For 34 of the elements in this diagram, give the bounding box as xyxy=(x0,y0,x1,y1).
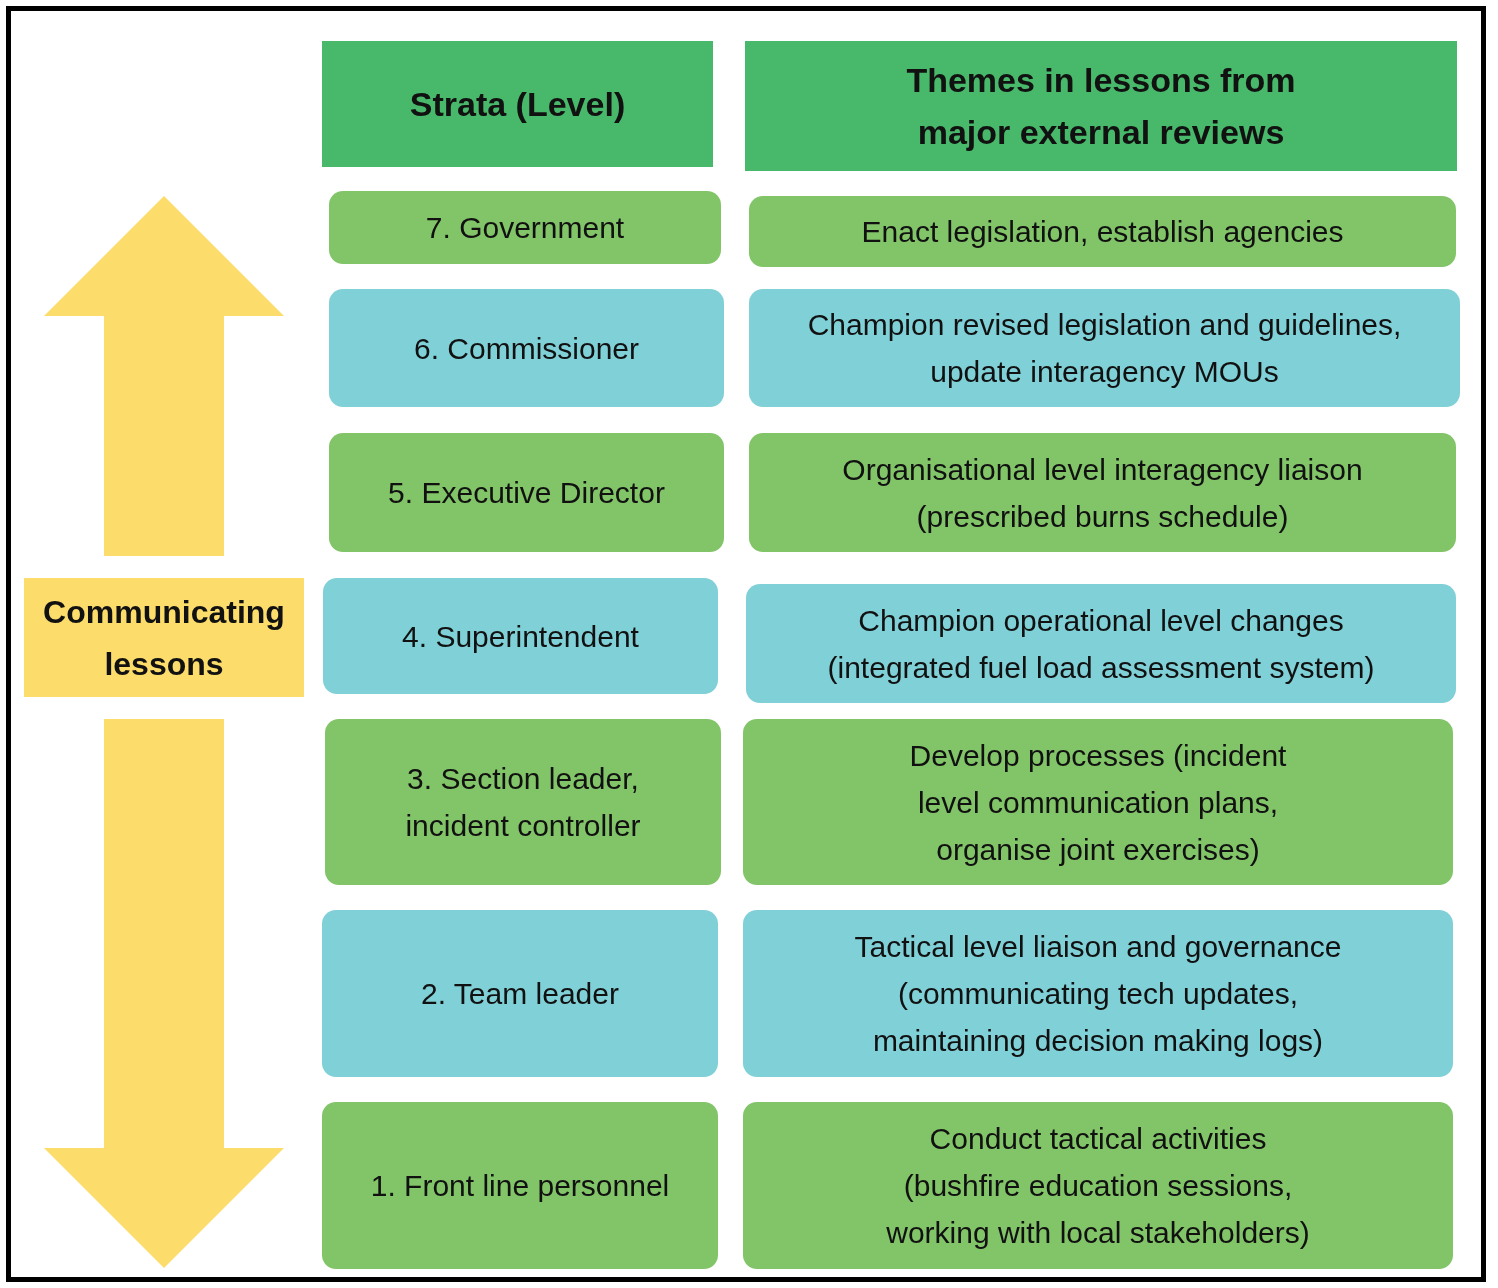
theme-text: Champion operational level changes (integrated fuel load assessment system) xyxy=(826,602,1376,686)
column-heading: Strata (Level) xyxy=(409,84,626,125)
level-box xyxy=(322,1102,718,1269)
theme-box xyxy=(746,584,1456,703)
theme-box xyxy=(743,910,1453,1077)
level-box xyxy=(329,289,724,407)
theme-text: Organisational level interagency liaison (prescribed burns schedule) xyxy=(841,451,1364,535)
level-text: 2. Team leader xyxy=(421,976,619,1012)
theme-text: Tactical level liaison and governance (communicating tech updates, maintaining decision making logs) xyxy=(853,929,1343,1059)
theme-box xyxy=(749,196,1456,267)
theme-text: Champion revised legislation and guidelines, update interagency MOUs xyxy=(806,307,1403,390)
level-text: 1. Front line personnel xyxy=(370,1168,670,1204)
theme-box xyxy=(749,433,1456,552)
theme-box xyxy=(743,1102,1453,1269)
level-text: 5. Executive Director xyxy=(388,475,665,511)
theme-text: Conduct tactical activities (bushfire education sessions, working with local stakeholders) xyxy=(885,1121,1311,1251)
level-box xyxy=(323,578,718,694)
level-text: 3. Section leader, incident controller xyxy=(404,761,642,844)
level-box xyxy=(325,719,721,885)
label-box xyxy=(24,578,304,697)
level-text: 4. Superintendent xyxy=(402,618,639,655)
arrow-label: Communicating lessons xyxy=(42,592,286,684)
theme-text: Enact legislation, establish agencies xyxy=(861,214,1344,250)
level-text: 7. Government xyxy=(425,210,625,246)
header-box xyxy=(322,41,713,167)
level-text: 6. Commissioner xyxy=(413,330,640,367)
column-heading: Themes in lessons from major external reviews xyxy=(905,60,1297,153)
theme-box xyxy=(749,289,1460,407)
theme-box xyxy=(743,719,1453,885)
level-box xyxy=(322,910,718,1077)
theme-text: Develop processes (incident level communication plans, organise joint exercises) xyxy=(908,737,1288,868)
level-box xyxy=(329,191,721,264)
header-box xyxy=(745,41,1457,171)
level-box xyxy=(329,433,724,552)
